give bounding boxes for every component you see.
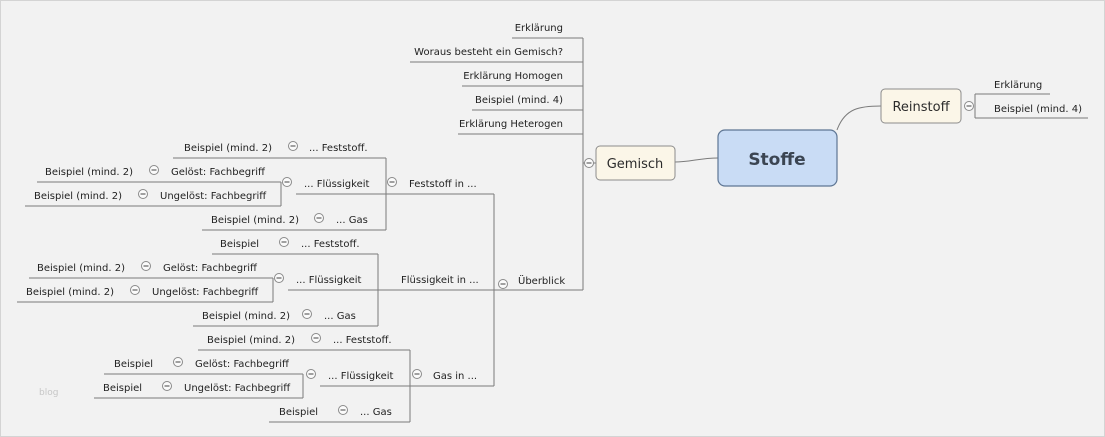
- reinstoff-erklaerung[interactable]: Erklärung: [994, 80, 1042, 91]
- gemisch-woraus-besteht[interactable]: Woraus besteht ein Gemisch?: [414, 47, 563, 58]
- collapse-fluessigkeit-in-gas-icon[interactable]: [302, 309, 312, 319]
- collapse-feststoff-in-gas-icon[interactable]: [314, 213, 324, 223]
- gemisch-erklaerung[interactable]: Erklärung: [515, 23, 563, 34]
- collapse-ueberblick-icon[interactable]: [498, 279, 508, 289]
- collapse-feststoff-in-ungeloest-icon[interactable]: [138, 189, 148, 199]
- collapse-gas-in-fest-icon[interactable]: [311, 333, 321, 343]
- gas-in-fest[interactable]: ... Feststoff.: [333, 335, 392, 346]
- fluessigkeit-in-fluessig[interactable]: ... Flüssigkeit: [296, 275, 361, 286]
- gemisch-erklaerung-heterogen[interactable]: Erklärung Heterogen: [459, 119, 563, 130]
- gas-in-gas[interactable]: ... Gas: [360, 407, 392, 418]
- node-feststoff-in[interactable]: Feststoff in ...: [409, 179, 477, 190]
- collapse-fluessigkeit-in-ungeloest-icon[interactable]: [130, 285, 140, 295]
- feststoff-in-gas-beispiel[interactable]: Beispiel (mind. 2): [211, 215, 299, 226]
- fluessigkeit-in-gas-beispiel[interactable]: Beispiel (mind. 2): [202, 311, 290, 322]
- feststoff-in-gas[interactable]: ... Gas: [336, 215, 368, 226]
- collapse-gas-in-gas-icon[interactable]: [338, 405, 348, 415]
- node-fluessigkeit-in[interactable]: Flüssigkeit in ...: [401, 275, 479, 286]
- collapse-fluessigkeit-in-fest-icon[interactable]: [279, 237, 289, 247]
- feststoff-in-ungeloest[interactable]: Ungelöst: Fachbegriff: [160, 191, 267, 202]
- feststoff-in-fluessig[interactable]: ... Flüssigkeit: [304, 179, 369, 190]
- fluessigkeit-in-fest-beispiel[interactable]: Beispiel: [220, 239, 259, 250]
- collapse-feststoff-in-geloest-icon[interactable]: [149, 165, 159, 175]
- collapse-fluessigkeit-in-fluessig-icon[interactable]: [274, 273, 284, 283]
- feststoff-in-ungeloest-beispiel[interactable]: Beispiel (mind. 2): [34, 191, 122, 202]
- gas-in-ungeloest-beispiel[interactable]: Beispiel: [103, 383, 142, 394]
- gas-in-ungeloest[interactable]: Ungelöst: Fachbegriff: [184, 383, 291, 394]
- watermark: blog: [39, 388, 58, 398]
- topic-gemisch-label: Gemisch: [607, 157, 664, 172]
- topic-reinstoff[interactable]: Reinstoff: [880, 88, 962, 124]
- fluessigkeit-in-gas[interactable]: ... Gas: [324, 311, 356, 322]
- collapse-reinstoff-icon[interactable]: [964, 101, 974, 111]
- central-topic-label: Stoffe: [748, 150, 805, 170]
- fluessigkeit-in-geloest[interactable]: Gelöst: Fachbegriff: [163, 263, 258, 274]
- collapse-feststoff-in-fluessig-icon[interactable]: [282, 177, 292, 187]
- gas-in-geloest[interactable]: Gelöst: Fachbegriff: [195, 359, 290, 370]
- fluessigkeit-in-fest[interactable]: ... Feststoff.: [301, 239, 360, 250]
- topic-gemisch[interactable]: Gemisch: [595, 145, 676, 181]
- gas-in-fest-beispiel[interactable]: Beispiel (mind. 2): [207, 335, 295, 346]
- collapse-gas-in-geloest-icon[interactable]: [173, 357, 183, 367]
- gas-in-fluessig[interactable]: ... Flüssigkeit: [328, 371, 393, 382]
- fluessigkeit-in-geloest-beispiel[interactable]: Beispiel (mind. 2): [37, 263, 125, 274]
- collapse-gas-in-fluessig-icon[interactable]: [306, 369, 316, 379]
- collapse-gemisch-icon[interactable]: [584, 158, 594, 168]
- feststoff-in-fest[interactable]: ... Feststoff.: [309, 143, 368, 154]
- collapse-gas-in-icon[interactable]: [412, 369, 422, 379]
- gemisch-beispiel[interactable]: Beispiel (mind. 4): [475, 95, 563, 106]
- node-ueberblick[interactable]: Überblick: [518, 274, 565, 287]
- collapse-feststoff-in-icon[interactable]: [387, 177, 397, 187]
- fluessigkeit-in-ungeloest-beispiel[interactable]: Beispiel (mind. 2): [26, 287, 114, 298]
- central-topic[interactable]: Stoffe: [717, 129, 838, 187]
- feststoff-in-geloest[interactable]: Gelöst: Fachbegriff: [171, 167, 266, 178]
- node-gas-in[interactable]: Gas in ...: [433, 371, 477, 382]
- fluessigkeit-in-ungeloest[interactable]: Ungelöst: Fachbegriff: [152, 287, 259, 298]
- collapse-fluessigkeit-in-geloest-icon[interactable]: [141, 261, 151, 271]
- connectors: [17, 37, 1088, 423]
- collapse-feststoff-in-fest-icon[interactable]: [288, 141, 298, 151]
- collapse-gas-in-ungeloest-icon[interactable]: [162, 381, 172, 391]
- feststoff-in-fest-beispiel[interactable]: Beispiel (mind. 2): [184, 143, 272, 154]
- gemisch-erklaerung-homogen[interactable]: Erklärung Homogen: [463, 71, 563, 82]
- gas-in-gas-beispiel[interactable]: Beispiel: [279, 407, 318, 418]
- reinstoff-beispiel[interactable]: Beispiel (mind. 4): [994, 104, 1082, 115]
- gas-in-geloest-beispiel[interactable]: Beispiel: [114, 359, 153, 370]
- topic-reinstoff-label: Reinstoff: [892, 100, 950, 115]
- feststoff-in-geloest-beispiel[interactable]: Beispiel (mind. 2): [45, 167, 133, 178]
